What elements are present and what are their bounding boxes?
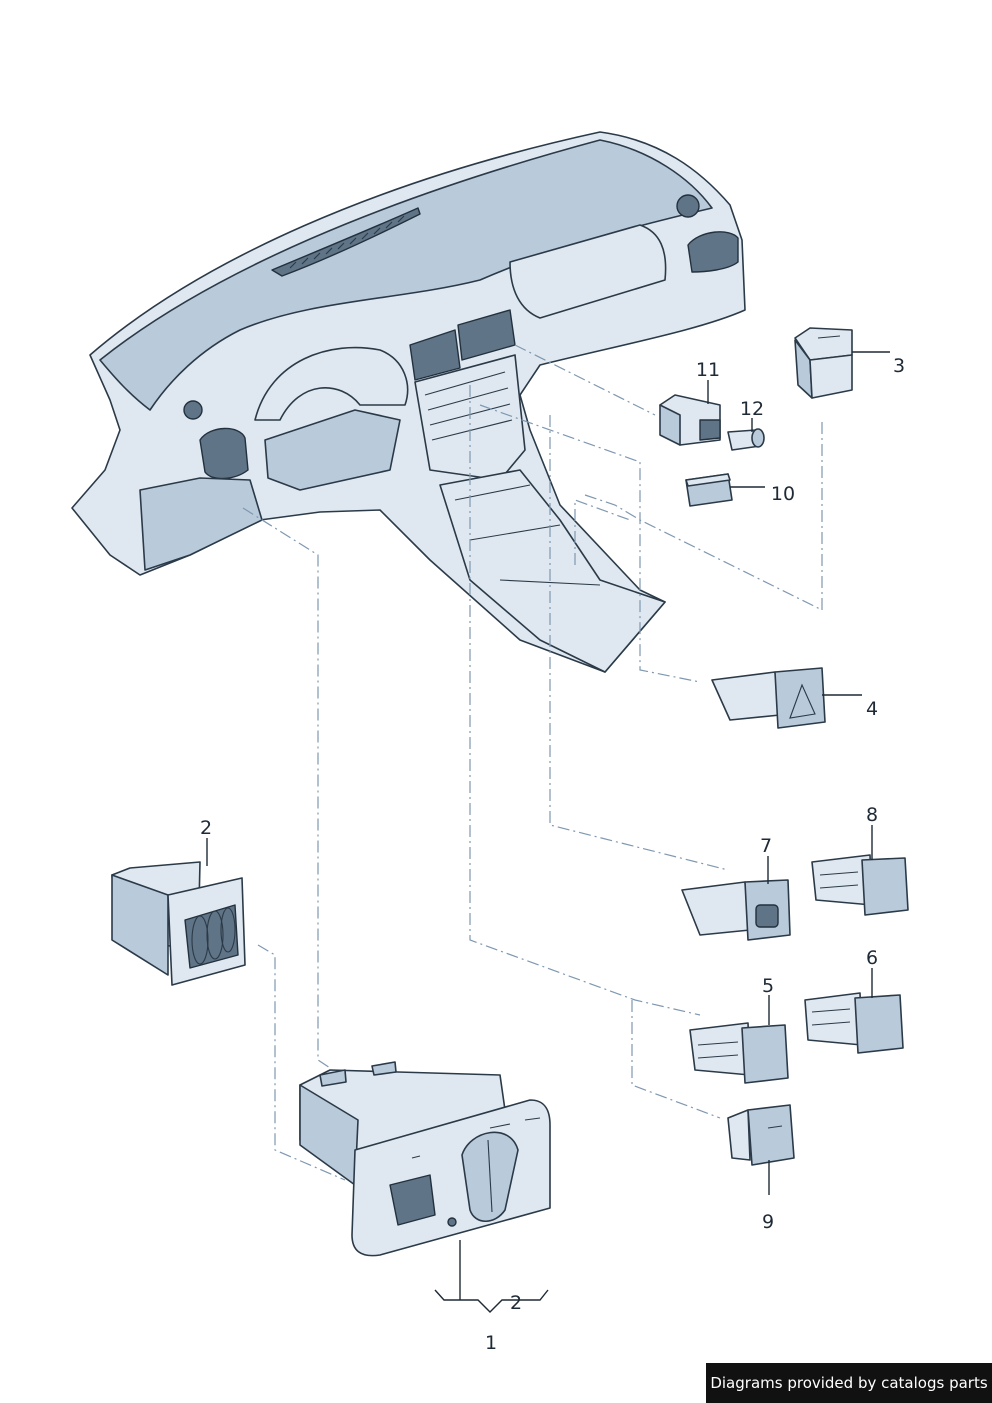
callout-6: 6 [866, 947, 878, 969]
switch-part-7 [681, 879, 791, 941]
lock-cylinder-part-12 [727, 428, 765, 451]
callout-11: 11 [696, 359, 720, 381]
hazard-warning-switch-part-4 [711, 667, 826, 729]
dimmer-switch-part-2 [111, 861, 246, 986]
callout-10: 10 [771, 483, 795, 505]
switch-part-9 [727, 1104, 795, 1166]
switch-part-3 [794, 327, 853, 399]
callout-2-bracket: 2 [510, 1292, 522, 1314]
switch-part-5 [689, 1022, 789, 1084]
callout-12: 12 [740, 398, 764, 420]
callout-7: 7 [760, 835, 772, 857]
callout-9: 9 [762, 1211, 774, 1233]
dashboard-illustration [71, 131, 746, 673]
callout-4: 4 [866, 698, 878, 720]
switch-part-6 [804, 992, 904, 1054]
leader-lines [206, 351, 890, 1313]
switch-part-11 [659, 394, 721, 446]
callout-labels: 1 2 2 3 4 5 6 7 8 9 10 11 12 [200, 355, 905, 1354]
attribution-footer: Diagrams provided by catalogs parts [706, 1363, 992, 1403]
connector-lines [242, 344, 823, 1181]
callout-1: 1 [485, 1332, 497, 1354]
callout-5: 5 [762, 975, 774, 997]
switch-part-8 [811, 854, 909, 916]
hazard-warning-switch-icon [789, 683, 816, 719]
headlight-switch-part-1 [299, 1061, 551, 1257]
callout-8: 8 [866, 804, 878, 826]
callout-3: 3 [893, 355, 905, 377]
attribution-text: Diagrams provided by catalogs parts [710, 1374, 988, 1392]
callout-2: 2 [200, 817, 212, 839]
cover-plate-part-10 [685, 473, 733, 507]
